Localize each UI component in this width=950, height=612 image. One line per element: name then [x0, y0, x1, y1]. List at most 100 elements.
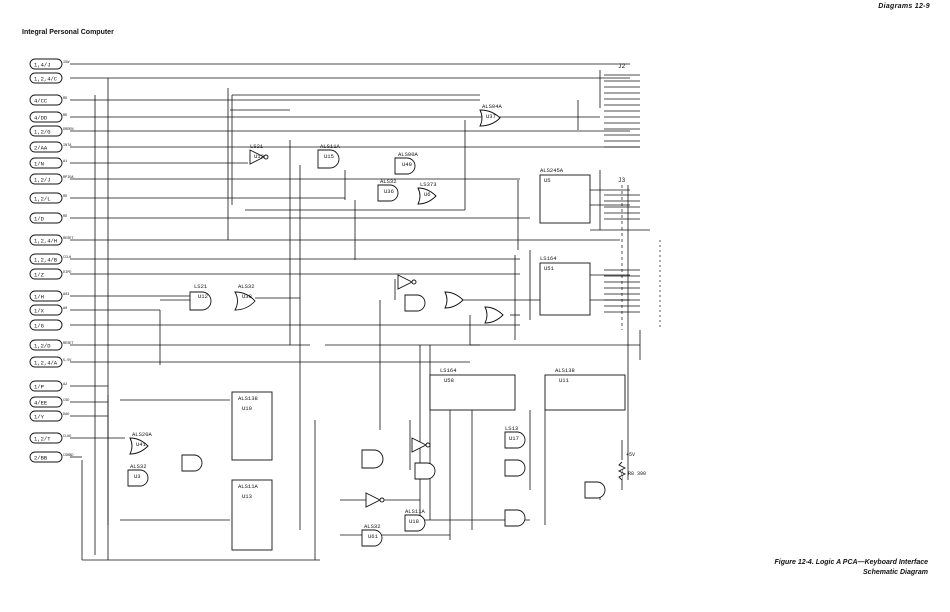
signal-box: [29, 234, 63, 246]
chip-type: LS373: [420, 181, 437, 188]
chip-name: U36: [384, 188, 394, 195]
signal-net: RD: [63, 114, 67, 118]
signal-box: [29, 125, 63, 137]
signal-net: A2: [63, 383, 67, 387]
signal-net: IOW: [63, 61, 70, 65]
chip-name: U13: [242, 493, 252, 500]
signal-box: [29, 94, 63, 106]
signal-box: [29, 72, 63, 84]
signal-box: [29, 339, 63, 351]
signal-net: RESET: [63, 237, 74, 241]
signal-connector: 1,2,4/H RESET: [29, 234, 74, 246]
chip-name: U5: [544, 177, 551, 184]
signal-ref: 4/CC: [34, 98, 48, 105]
signal-box: [29, 290, 63, 302]
signal-ref: 1/D: [34, 216, 45, 223]
chip-name: U61: [368, 533, 379, 540]
chip-type: ALS138: [238, 395, 258, 402]
signal-ref: 1/Z: [34, 272, 45, 279]
signal-box: [29, 432, 63, 444]
chip-type: ALS11A: [405, 508, 426, 515]
signal-ref: 1,2,4/A: [34, 360, 58, 367]
signal-ref: 1,2,4/H: [34, 238, 57, 245]
chip-type: ALS138: [555, 367, 575, 374]
signal-ref: 1,2/T: [34, 436, 51, 443]
signal-connector: 2/BB CSKBD: [29, 451, 74, 463]
signal-ref: 1,2,4/B: [34, 257, 58, 264]
figure-caption: Figure 12-4. Logic A PCA—Keyboard Interf…: [774, 558, 928, 578]
signal-box: [29, 396, 63, 408]
signal-box: [29, 380, 63, 392]
signal-net: A03: [63, 293, 69, 297]
signal-net: CLKO: [63, 435, 71, 439]
signal-box: [29, 268, 63, 280]
signal-connector: 1,2/G DRDEN: [29, 125, 74, 137]
signal-connector: 1,2/L RD: [29, 192, 67, 204]
signal-connector: 1,2,4/C: [29, 72, 63, 84]
chip-name: U3: [134, 473, 141, 480]
connector-j2-label: J2: [618, 63, 626, 70]
signal-ref: 1/Y: [34, 414, 45, 421]
chip-name: U58: [444, 377, 454, 384]
signal-net: DAO: [63, 413, 69, 417]
chip-type: LS164: [440, 367, 457, 374]
signal-connector: 4/DD RD: [29, 111, 67, 123]
caption-line-2: Schematic Diagram: [863, 569, 928, 576]
signal-ref: 1,2/D: [34, 343, 51, 350]
connector-bus: [604, 74, 661, 330]
signal-net: INTA: [63, 144, 72, 148]
chip-type: LS164: [540, 255, 557, 262]
signal-net: RD: [63, 97, 67, 101]
chip-type: ALS32: [380, 178, 397, 185]
chip-type: ALS00A: [398, 151, 419, 158]
signal-net: RD: [63, 195, 67, 199]
chip-type: LS21: [194, 283, 208, 290]
signal-ref: 4/DD: [34, 115, 48, 122]
signal-box: [29, 212, 63, 224]
chip-name: U12: [198, 293, 208, 300]
chip-name: U40: [402, 161, 412, 168]
signal-ref: 4/EE: [34, 400, 48, 407]
signal-ref: 1/P: [34, 384, 44, 391]
signal-connector: 1,4/J IOW: [29, 58, 70, 70]
signal-connector: 1/G: [29, 319, 63, 331]
chip-type: LS13: [505, 425, 518, 432]
signal-connector: 1,2/T CLKO: [29, 432, 71, 444]
signal-net: CSKBD: [63, 454, 74, 458]
signal-ref: 1,2/L: [34, 196, 51, 203]
signal-ref: 1,4/J: [34, 62, 51, 69]
signal-connector: 1/Y DAO: [29, 410, 69, 422]
chips: [231, 174, 626, 551]
signal-net: DRDEN: [63, 128, 74, 132]
signal-ref: 1,2,4/C: [34, 76, 58, 83]
signal-net: CSD: [63, 399, 69, 403]
caption-line-1: Figure 12-4. Logic A PCA—Keyboard Interf…: [774, 559, 928, 566]
chip-name: U38: [242, 293, 252, 300]
signal-box: [29, 356, 63, 368]
signal-net: DIPD: [63, 271, 71, 275]
signal-ref: 1/G: [34, 323, 44, 330]
signal-ref: 2/BB: [34, 455, 48, 462]
signal-connector: 1/P A2: [29, 380, 67, 392]
wiring: [70, 63, 650, 561]
chip-name: U10: [242, 405, 252, 412]
signal-box: [29, 111, 63, 123]
signal-box: [29, 141, 63, 153]
signal-connector: 1/Z DIPD: [29, 268, 71, 280]
document-title: Integral Personal Computer: [22, 29, 114, 36]
connector-j3-label: J3: [618, 177, 626, 184]
chip-name: U11: [559, 377, 570, 384]
signal-connector: 4/EE CSD: [29, 396, 69, 408]
signal-net: RPIOA: [63, 176, 74, 180]
signal-ref: 1,2/G: [34, 129, 51, 136]
signal-box: [29, 319, 63, 331]
signal-box: [29, 253, 63, 265]
chip-name: U12: [254, 153, 264, 160]
